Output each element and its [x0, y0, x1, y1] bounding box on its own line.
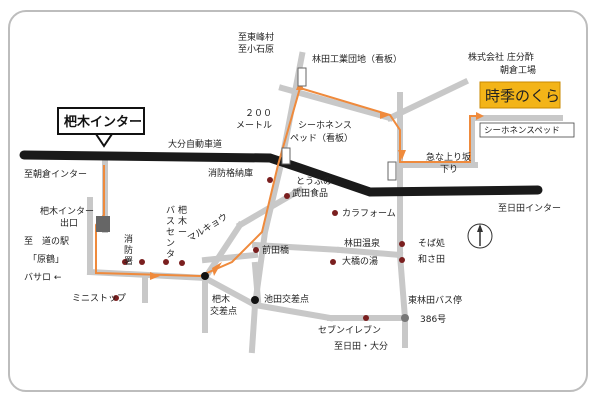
- bus-stop-number: 386号: [420, 314, 446, 325]
- logo-box: [479, 81, 561, 109]
- maedabashi-label: 前田橋: [262, 244, 289, 256]
- dot-icon: [330, 259, 336, 265]
- crossing-icon: [201, 272, 209, 280]
- ic-exit-marker: [96, 216, 110, 232]
- soba-label: そば処: [418, 237, 445, 249]
- company-name: 株式会社 庄分酢: [468, 51, 534, 63]
- fire-station-1: 消: [124, 233, 133, 245]
- ikeda-crossing-label: 池田交差点: [264, 293, 309, 305]
- sign-right: シーホネンスペッド: [484, 126, 560, 136]
- slope-down-label: 下り: [440, 164, 458, 175]
- steep-slope-label: 急な上り坂: [426, 151, 471, 163]
- dot-icon: [267, 177, 273, 183]
- dot-icon: [113, 295, 119, 301]
- signboard-icon: [281, 147, 291, 165]
- bus-center-4: ン: [166, 239, 175, 249]
- fire-storage-label: 消防格納庫: [208, 167, 253, 179]
- basaro-label: バサロ ←: [24, 272, 62, 283]
- michi-no-eki-label: 至 道の駅: [24, 235, 69, 247]
- dot-icon: [332, 210, 338, 216]
- north-route-label: 至東峰村: [238, 31, 274, 43]
- arrow-icon: [150, 272, 160, 280]
- interchange-label: 杷木インター: [64, 114, 142, 130]
- haki-crossing-label-2: 交差点: [210, 305, 237, 317]
- dot-icon: [253, 247, 259, 253]
- rinda-estate-label: 林田工業団地（看板）: [312, 53, 402, 65]
- seahonens-sign-label: シーホネンス: [298, 120, 352, 131]
- expressway-label: 大分自動車道: [168, 138, 222, 150]
- compass-icon: [467, 223, 493, 249]
- seahonens-sign-label-2: ペッド（看板）: [290, 132, 353, 144]
- dot-icon: [363, 315, 369, 321]
- interchange-callout: [57, 107, 145, 135]
- ic-exit-label-2: 出口: [60, 217, 78, 229]
- dot-icon: [284, 193, 290, 199]
- bus-center-6: ー: [178, 228, 187, 238]
- logo-text: 時季のくら: [485, 87, 560, 105]
- dot-icon: [122, 259, 128, 265]
- to-hita-oita-label: 至日田・大分: [334, 340, 388, 352]
- sign-box: [479, 122, 575, 138]
- arrow-icon: [212, 262, 222, 276]
- marukyo-label: マルキョウ: [186, 211, 230, 244]
- bus-stop-label: 東林田バス停: [408, 294, 462, 306]
- bus-stop-icon: [401, 314, 409, 322]
- arrow-icon: [476, 112, 484, 120]
- dot-icon: [399, 257, 405, 263]
- expressway-line: [19, 150, 543, 197]
- onsen-label-2: 大橋の湯: [342, 255, 378, 267]
- distance-value: ２００: [245, 109, 272, 119]
- ministop-label: ミニストップ: [72, 293, 126, 304]
- callout-pointer: [94, 133, 114, 148]
- seven-eleven-label: セブンイレブン: [318, 324, 381, 336]
- dot-icon: [179, 260, 185, 266]
- tofu-shop-label: とうふの: [296, 176, 332, 187]
- bus-center-2: ス: [166, 217, 175, 227]
- to-asakura-ic-label: 至朝倉インター: [24, 168, 87, 180]
- soba-label-2: 和さ田: [418, 254, 445, 265]
- dot-icon: [139, 259, 145, 265]
- poi-markers: [113, 177, 405, 321]
- fire-station-3: 署: [124, 256, 133, 267]
- haki-crossing-label: 杷木: [212, 293, 230, 305]
- harazuru-label: 「原鶴」: [28, 253, 64, 265]
- north-route-label-2: 至小石原: [238, 44, 274, 55]
- dot-icon: [399, 241, 405, 247]
- bus-center-a: 杷: [178, 204, 187, 216]
- factory-name: 朝倉工場: [500, 64, 536, 76]
- onsen-label: 林田温泉: [344, 237, 380, 249]
- bus-center-5: タ: [166, 249, 175, 260]
- to-hita-ic-label: 至日田インター: [498, 203, 561, 214]
- bus-center-3: セ: [166, 227, 175, 238]
- bus-center-b: 木: [178, 215, 187, 227]
- ic-exit-label: 杷木インター: [40, 205, 94, 217]
- crossing-icon: [251, 296, 259, 304]
- arrow-icon: [380, 111, 390, 119]
- signboard-icon: [297, 67, 307, 87]
- bus-center-1: バ: [166, 205, 175, 216]
- arrow-icon: [398, 150, 406, 160]
- dot-icon: [163, 259, 169, 265]
- fire-station-2: 防: [124, 244, 133, 256]
- signboard-icon: [387, 161, 397, 181]
- kara-foam-label: カラフォーム: [342, 208, 396, 219]
- distance-unit: メートル: [236, 121, 272, 131]
- tofu-shop-label-2: 武田食品: [292, 187, 328, 199]
